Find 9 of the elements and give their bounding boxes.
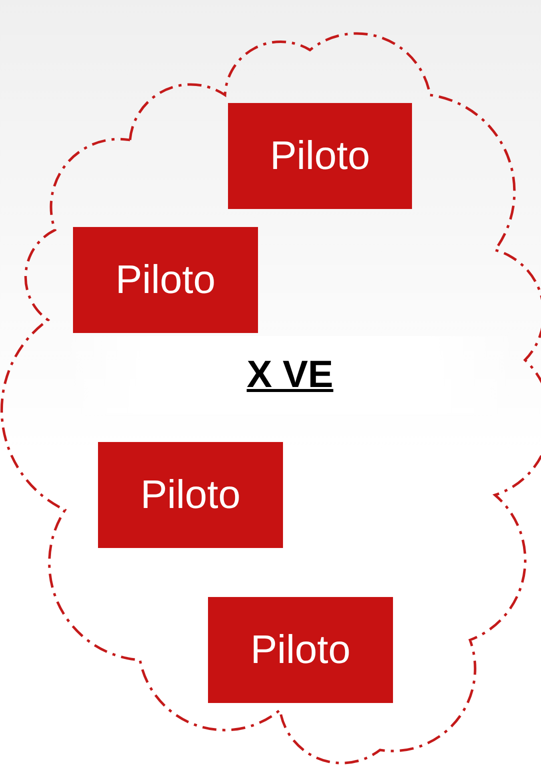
label-box [228,103,412,209]
label-box [208,597,393,703]
box-label: X VE [246,354,334,396]
label-box [73,227,258,333]
box-label: Piloto [115,258,216,302]
label-box [98,442,283,548]
box-label: Piloto [250,628,351,672]
box-label: Piloto [140,472,241,518]
box-label: Piloto [270,134,370,178]
